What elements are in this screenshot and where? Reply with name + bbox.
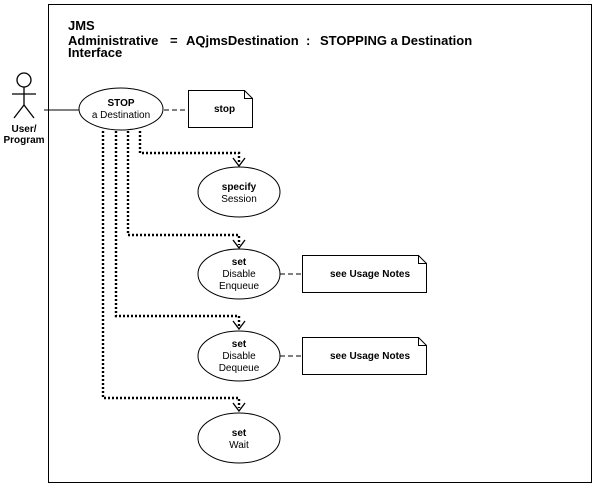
step-2-label-line-2: Disable	[222, 269, 256, 280]
diagram-frame	[48, 4, 592, 483]
step-4-label-line-2: Wait	[229, 440, 249, 451]
enqueue-note	[302, 255, 427, 293]
flow-line-wait	[101, 131, 246, 413]
main-note-text: stop	[214, 104, 235, 115]
dequeue-note-text: see Usage Notes	[330, 351, 410, 362]
main-note	[188, 90, 253, 128]
main-use-case-label-line-1: STOP	[107, 98, 134, 109]
step-2-label-line-1: set	[232, 257, 247, 268]
step-1-label-line-2: Session	[221, 194, 257, 205]
flow-line-enqueue	[126, 131, 246, 250]
actor-label-line-2: Program	[3, 135, 44, 146]
main-use-case-oval	[78, 87, 164, 131]
title-line-2-part-1: Administrative	[68, 33, 158, 48]
step-oval-specify-session	[197, 166, 281, 218]
step-3-label-line-3: Dequeue	[219, 363, 260, 374]
main-use-case-label-line-2: a Destination	[92, 110, 150, 121]
title-line-2-part-3: STOPPING a Destination	[320, 33, 472, 48]
actor-label-line-1: User/	[11, 124, 36, 135]
title-line-2-part-2: AQjmsDestination	[186, 33, 299, 48]
actor-icon	[12, 72, 36, 119]
step-2-label-line-3: Enqueue	[219, 281, 259, 292]
enqueue-note-text: see Usage Notes	[330, 269, 410, 280]
title-line-3: Interface	[68, 45, 122, 60]
title-separator-1: =	[170, 33, 178, 48]
title-separator-2: :	[306, 33, 310, 48]
flow-line-dequeue	[114, 131, 246, 331]
step-1-label-line-1: specify	[222, 182, 257, 193]
step-oval-wait	[197, 412, 281, 464]
title-line-1: JMS	[68, 18, 95, 33]
step-3-label-line-2: Disable	[222, 351, 256, 362]
step-4-label-line-1: set	[232, 428, 247, 439]
step-3-label-line-1: set	[232, 339, 247, 350]
dequeue-note	[302, 337, 427, 375]
flow-line-session	[138, 131, 246, 168]
